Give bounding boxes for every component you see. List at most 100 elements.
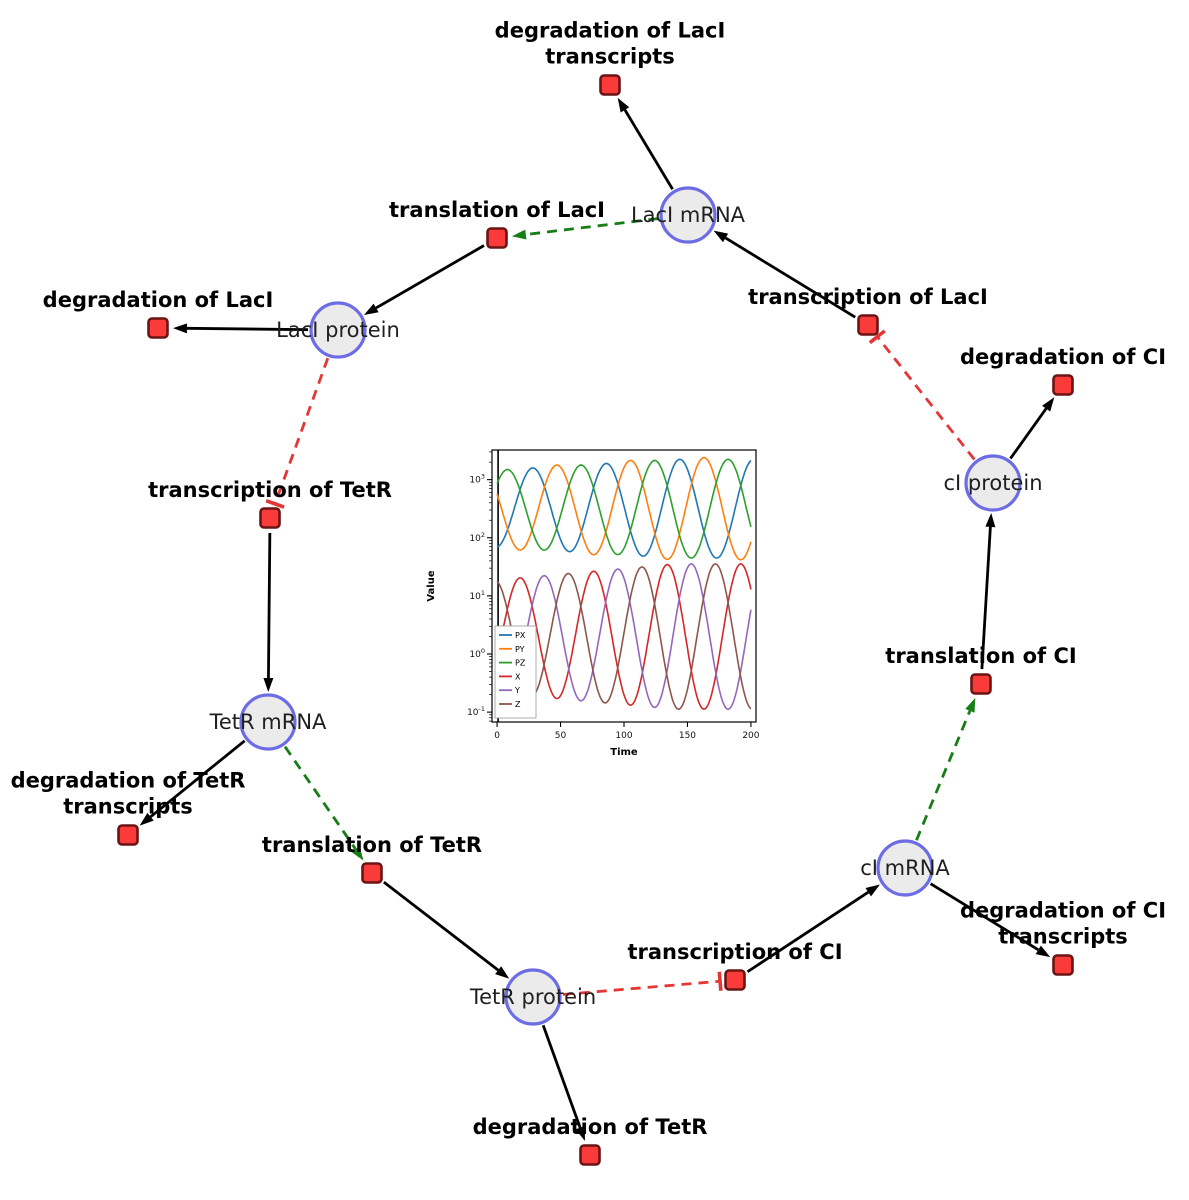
edge-ci_protein-txn_laci — [868, 329, 976, 461]
legend-label-X: X — [515, 672, 521, 681]
reaction-node-deg_tetr_tx — [117, 824, 139, 846]
edge-tetr_protein-txn_ci — [562, 971, 723, 996]
reaction-node-transl_laci — [486, 227, 508, 249]
edge-tetr_protein-deg_tetr — [541, 1024, 585, 1141]
species-node-ci_protein — [964, 454, 1022, 512]
legend-box — [494, 625, 537, 719]
reaction-node-txn_ci — [724, 969, 746, 991]
reaction-node-deg_laci — [147, 317, 169, 339]
arrowhead — [363, 303, 379, 315]
reaction-node-deg_ci_tx — [1052, 954, 1074, 976]
x-tick-label: 150 — [679, 731, 696, 741]
species-node-laci_mrna — [659, 186, 717, 244]
arrowhead — [511, 229, 527, 240]
y-tick-label: 102 — [469, 531, 485, 544]
legend-label-PY: PY — [515, 645, 525, 654]
edge-line — [562, 979, 721, 996]
edge-transl_laci-laci_protein — [363, 244, 485, 315]
edge-line — [149, 739, 246, 818]
y-tick-label: 101 — [469, 589, 485, 602]
edge-tetr_mrna-transl_tetr — [283, 745, 364, 861]
x-tick-label: 0 — [494, 731, 500, 741]
series-line-Y — [496, 563, 752, 711]
edge-laci_mrna-deg_laci_tx — [617, 97, 674, 190]
y-tick-label: 100 — [469, 647, 485, 660]
arrowhead — [1035, 945, 1051, 958]
arrowhead — [985, 512, 996, 528]
edge-line — [186, 326, 309, 332]
legend-label-PZ: PZ — [515, 659, 526, 668]
x-axis-label: Time — [610, 747, 638, 758]
reaction-node-txn_tetr — [259, 507, 281, 529]
reaction-node-deg_laci_tx — [599, 74, 621, 96]
arrowhead — [617, 97, 630, 113]
arrowhead — [351, 846, 364, 861]
edge-tetr_mrna-deg_tetr_tx — [139, 739, 246, 826]
series-line-Z — [496, 563, 752, 711]
reaction-node-txn_laci — [857, 314, 879, 336]
edge-line — [383, 881, 499, 972]
species-node-tetr_protein — [504, 968, 562, 1026]
legend-label-Z: Z — [515, 700, 521, 709]
series-line-PX — [496, 458, 752, 559]
reaction-node-transl_tetr — [361, 862, 383, 884]
edge-line — [980, 526, 992, 670]
reaction-node-deg_ci — [1052, 374, 1074, 396]
y-tick-label: 103 — [469, 473, 485, 486]
reaction-node-deg_tetr — [579, 1144, 601, 1166]
reaction-node-transl_ci — [970, 673, 992, 695]
edge-line — [273, 357, 330, 505]
legend-label-Y: Y — [514, 686, 520, 695]
edge-line — [1009, 407, 1048, 460]
arrowhead — [1042, 397, 1055, 412]
edge-line — [283, 745, 357, 850]
legend-label-PX: PX — [515, 631, 526, 640]
species-node-ci_mrna — [876, 839, 934, 897]
edge-txn_laci-laci_mrna — [713, 230, 856, 319]
edge-txn_ci-ci_mrna — [746, 884, 880, 973]
edge-line — [876, 335, 976, 461]
edge-transl_tetr-tetr_protein — [383, 881, 510, 979]
species-node-tetr_mrna — [239, 693, 297, 751]
y-axis-label: Value — [426, 570, 437, 601]
arrowhead — [965, 697, 976, 713]
edge-line — [929, 882, 1040, 952]
arrowhead — [495, 966, 510, 979]
edge-transl_ci-ci_protein — [980, 512, 996, 670]
edge-txn_tetr-tetr_mrna — [263, 532, 274, 693]
arrowhead — [139, 812, 154, 826]
y-tick-label: 10-1 — [467, 705, 485, 718]
edge-line — [623, 109, 674, 190]
edge-ci_mrna-deg_ci_tx — [929, 882, 1051, 958]
series-line-PY — [496, 456, 752, 561]
edge-line — [525, 217, 659, 236]
edge-line — [541, 1024, 582, 1129]
inhibition-tbar — [265, 498, 285, 509]
edge-line — [267, 532, 272, 679]
edge-ci_protein-deg_ci — [1009, 397, 1055, 460]
arrowhead — [263, 677, 274, 693]
edge-laci_protein-deg_laci — [172, 323, 309, 334]
inhibition-tbar — [717, 971, 723, 991]
x-tick-label: 50 — [555, 731, 567, 741]
edge-laci_mrna-transl_laci — [511, 217, 659, 240]
x-tick-label: 200 — [742, 731, 759, 741]
series-line-X — [496, 563, 752, 711]
edge-line — [746, 891, 870, 973]
x-tick-label: 100 — [615, 731, 632, 741]
edge-line — [915, 710, 972, 841]
edge-line — [724, 236, 856, 319]
arrowhead — [713, 230, 729, 243]
edge-ci_mrna-transl_ci — [915, 697, 976, 841]
arrowhead — [172, 323, 188, 334]
inhibition-tbar — [868, 329, 886, 345]
arrowhead — [865, 884, 880, 897]
arrowhead — [575, 1126, 585, 1141]
series-line-PZ — [496, 458, 752, 559]
edge-laci_protein-txn_tetr — [265, 357, 330, 509]
edge-line — [375, 244, 485, 310]
